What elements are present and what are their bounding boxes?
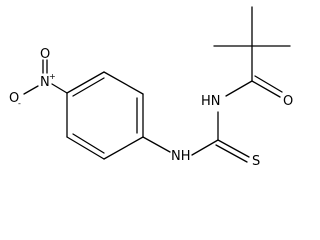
bond-hn-co	[225, 80, 253, 97]
atom-hn-amide: HN	[201, 94, 221, 109]
molecule-structure: O N + O - NH HN S O	[9, 6, 293, 169]
ring-bond-1-inner	[72, 77, 105, 97]
bond-c-s-a	[217, 139, 250, 158]
bond-c-s-b	[215, 144, 248, 163]
ring-bond-4	[103, 136, 144, 160]
atom-o-top: O	[40, 47, 50, 62]
bonds	[23, 6, 291, 163]
bond-n-ring	[51, 83, 68, 94]
charge-plus: +	[49, 72, 56, 81]
atom-labels: O N + O - NH HN S O	[9, 47, 293, 169]
atom-n-nitro: N	[40, 75, 50, 90]
atom-o-minus: O	[9, 91, 19, 106]
bond-ring-nh	[142, 136, 171, 153]
bond-c-o-b	[254, 75, 283, 93]
ring-bond-2	[103, 71, 144, 95]
ring-bond-1	[66, 71, 105, 94]
bond-nh-cs	[191, 139, 219, 156]
ring-bond-5-inner	[72, 133, 105, 154]
charge-minus: -	[18, 99, 21, 108]
atom-nh-left: NH	[171, 149, 191, 164]
bond-n-o-minus	[23, 85, 39, 95]
atom-s: S	[252, 154, 260, 169]
bond-c-o-a	[251, 80, 281, 98]
ring-bond-5	[66, 136, 105, 160]
atom-o-carbonyl: O	[283, 94, 293, 109]
